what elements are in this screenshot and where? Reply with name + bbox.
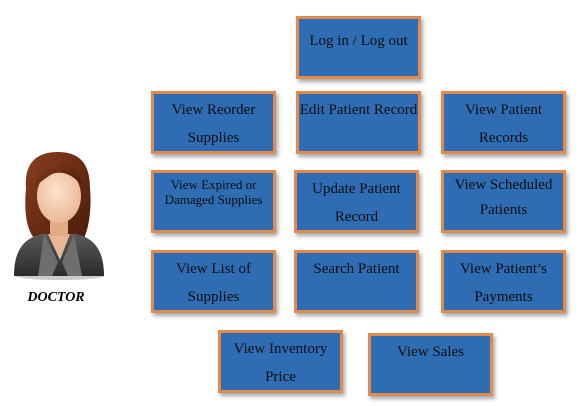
view-patient-records-button[interactable]: View Patient Records <box>441 91 566 154</box>
view-scheduled-patients-button[interactable]: View Scheduled Patients <box>441 170 566 233</box>
doctor-avatar-icon <box>14 152 104 280</box>
search-patient-button[interactable]: Search Patient <box>294 250 419 313</box>
log-in-log-out-button[interactable]: Log in / Log out <box>296 16 421 79</box>
view-expired-damaged-supplies-button[interactable]: View Expired or Damaged Supplies <box>151 170 276 233</box>
doctor-label: DOCTOR <box>27 290 85 305</box>
view-list-of-supplies-button[interactable]: View List of Supplies <box>151 250 276 313</box>
view-inventory-price-button[interactable]: View Inventory Price <box>218 330 343 393</box>
update-patient-record-button[interactable]: Update Patient Record <box>294 170 419 233</box>
view-sales-button[interactable]: View Sales <box>368 333 493 396</box>
view-reorder-supplies-button[interactable]: View Reorder Supplies <box>151 91 276 154</box>
edit-patient-record-button[interactable]: Edit Patient Record <box>296 91 421 154</box>
view-patients-payments-button[interactable]: View Patient’s Payments <box>441 250 566 313</box>
